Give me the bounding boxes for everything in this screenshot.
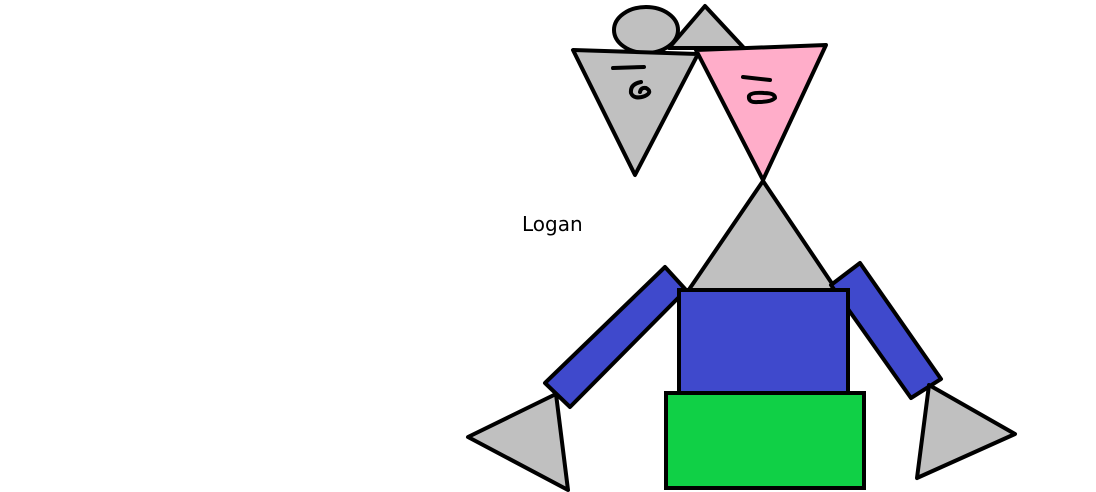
left-face-eyebrow (611, 65, 646, 70)
torso-rectangle (677, 288, 850, 399)
right-face-eyebrow (741, 75, 772, 82)
skirt-rectangle (664, 391, 866, 490)
right-face-triangle (694, 43, 828, 182)
left-face-eye (628, 80, 652, 100)
right-arm-bar (829, 261, 943, 400)
left-hand-triangle (466, 392, 570, 492)
right-face-mouth (746, 90, 777, 105)
figure-name-label: Logan (522, 212, 583, 236)
left-face-triangle (571, 48, 700, 177)
right-hand-triangle (915, 383, 1017, 480)
